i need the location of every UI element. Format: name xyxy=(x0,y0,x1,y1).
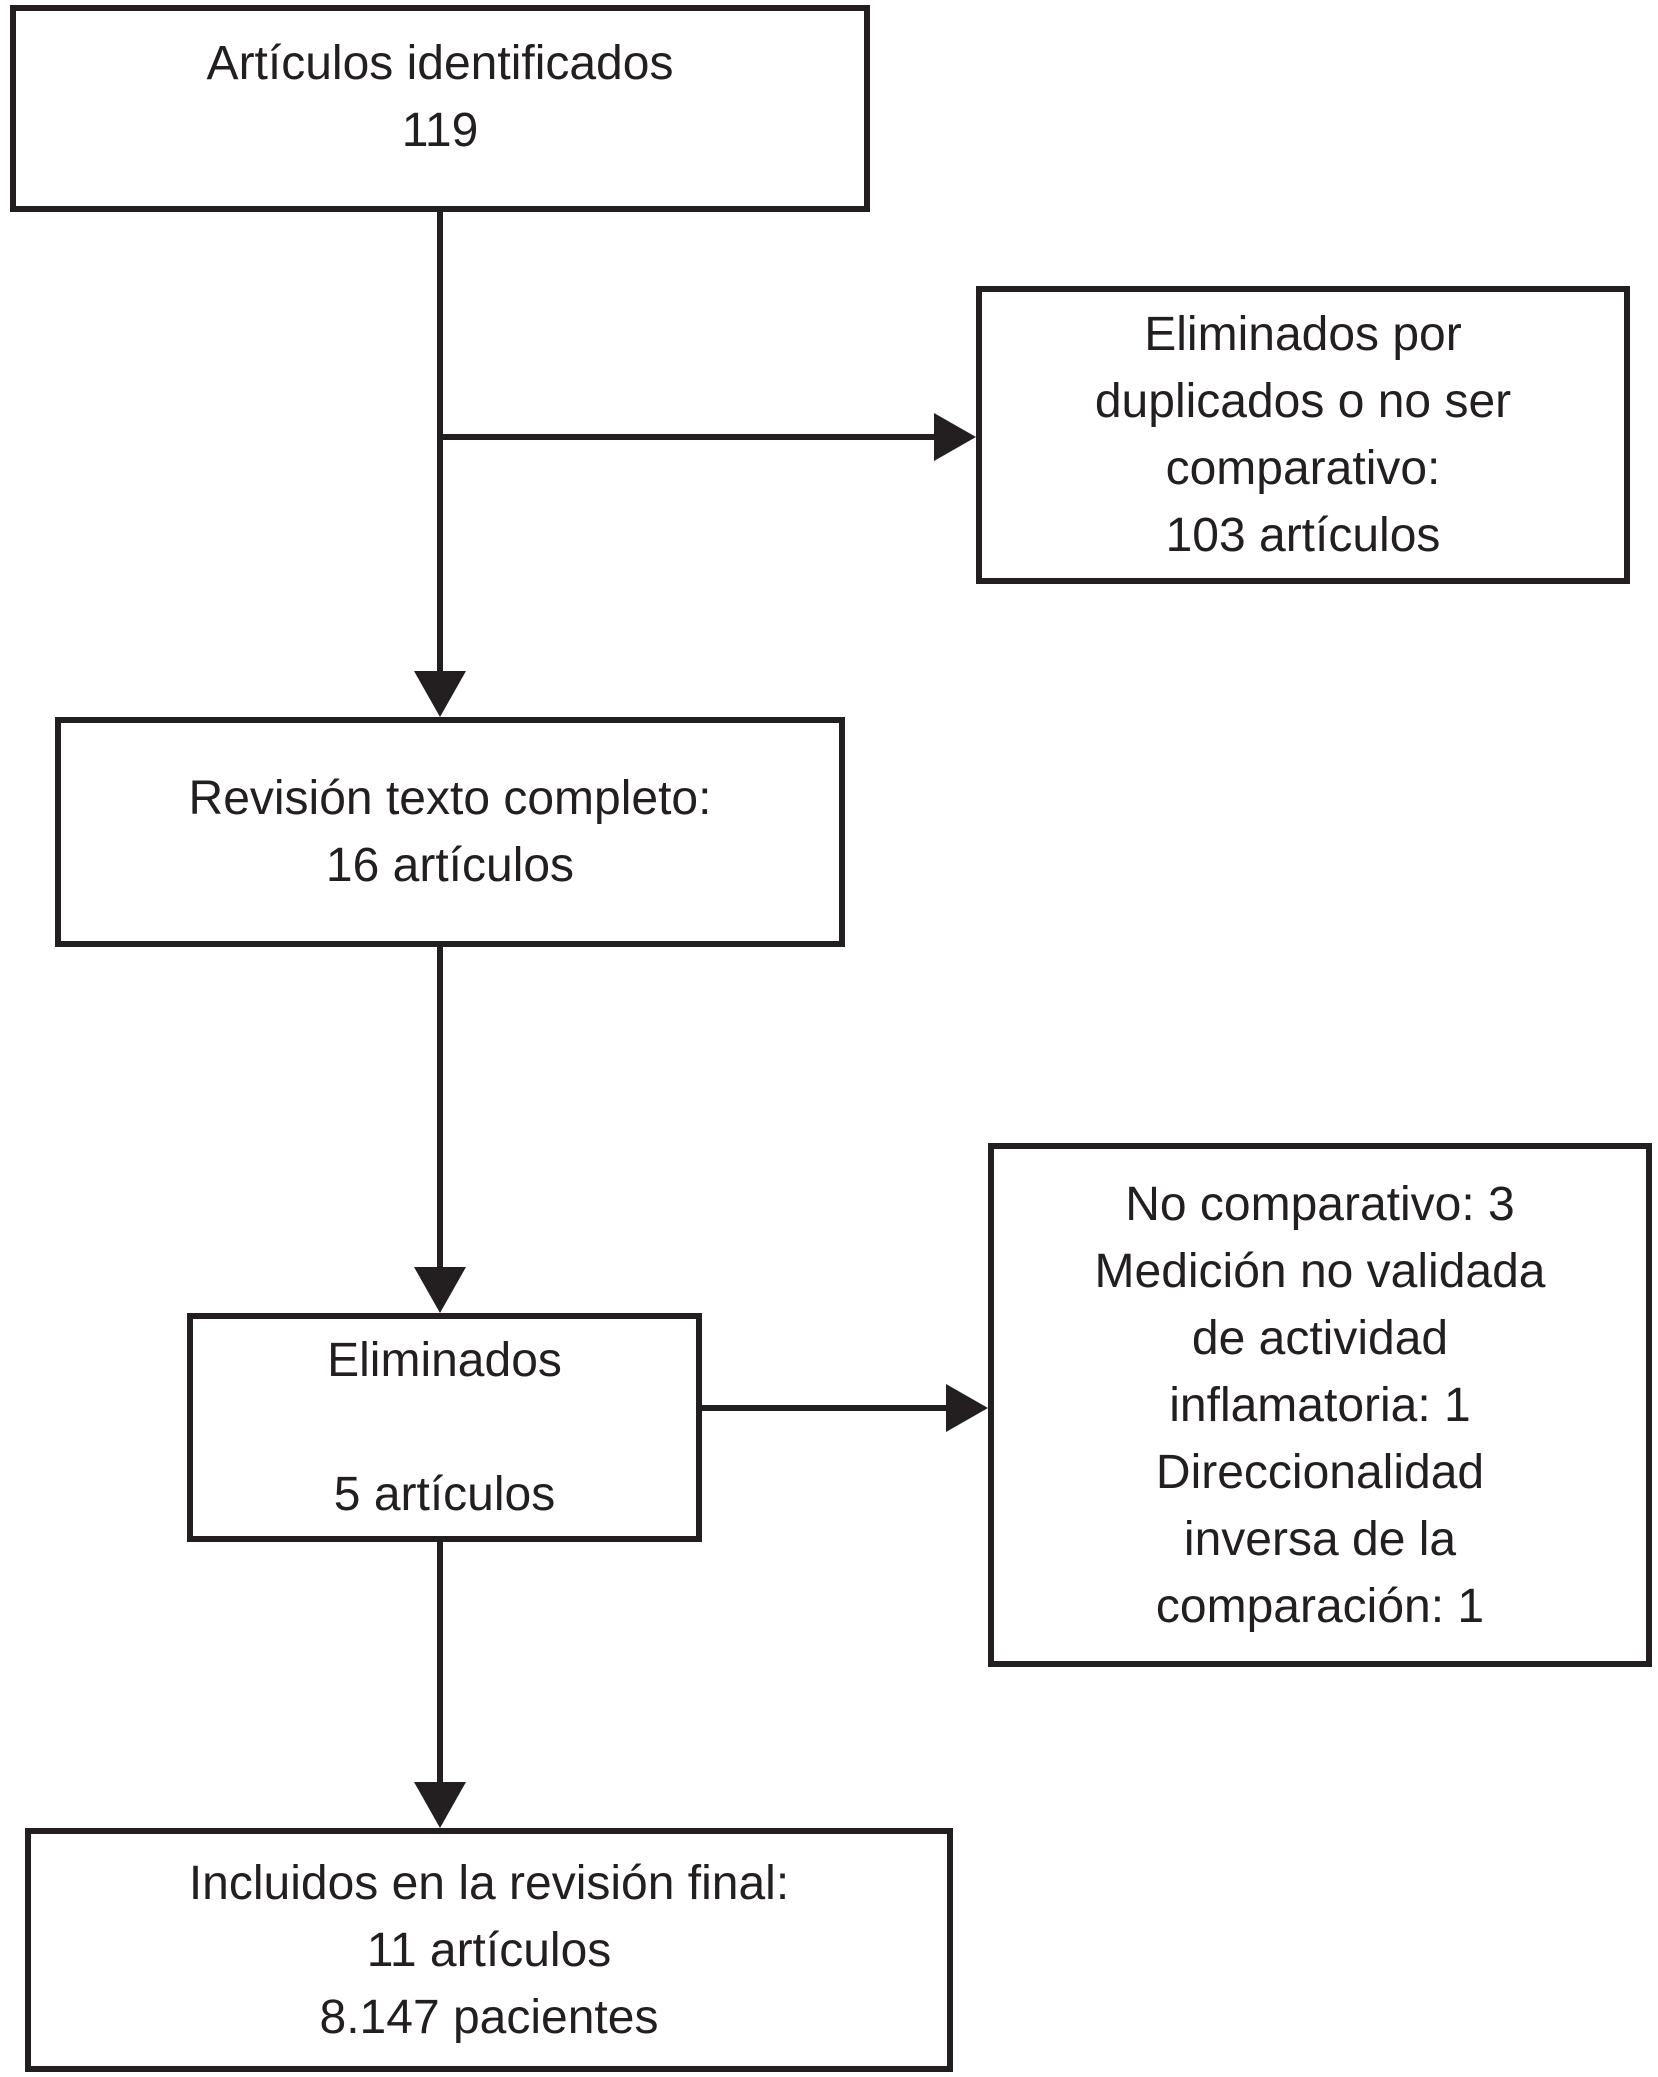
arrow-down-icon xyxy=(414,1782,466,1828)
arrow-down-icon xyxy=(414,671,466,717)
arrow-down-icon xyxy=(414,1267,466,1313)
arrow-right-icon xyxy=(934,413,976,461)
box-elimination-reasons-text: No comparativo: 3 Medición no validada d… xyxy=(1094,1177,1546,1633)
box-full-text-review: Revisión texto completo: 16 artículos xyxy=(55,717,845,947)
box-removed-duplicates: Eliminados por duplicados o no ser compa… xyxy=(976,286,1630,584)
box-eliminated-text: Eliminados 5 artículos xyxy=(327,1334,562,1521)
box-elimination-reasons: No comparativo: 3 Medición no validada d… xyxy=(988,1143,1652,1667)
connector-fulltext-to-eliminated xyxy=(437,947,443,1267)
box-removed-duplicates-text: Eliminados por duplicados o no ser compa… xyxy=(1094,308,1512,562)
box-articles-identified-text: Artículos identificados 119 xyxy=(206,36,674,157)
arrow-right-icon xyxy=(946,1384,988,1432)
box-included-final-review-text: Incluidos en la revisión final: 11 artíc… xyxy=(188,1856,790,2044)
connector-identified-to-fulltext xyxy=(437,212,443,677)
box-full-text-review-text: Revisión texto completo: 16 artículos xyxy=(188,772,712,892)
connector-branch-to-duplicates xyxy=(437,434,940,440)
box-articles-identified: Artículos identificados 119 xyxy=(10,5,870,212)
box-eliminated: Eliminados 5 artículos xyxy=(187,1313,702,1542)
connector-eliminated-to-included xyxy=(437,1542,443,1782)
connector-eliminated-to-reasons xyxy=(702,1405,946,1411)
box-included-final-review: Incluidos en la revisión final: 11 artíc… xyxy=(25,1828,953,2072)
